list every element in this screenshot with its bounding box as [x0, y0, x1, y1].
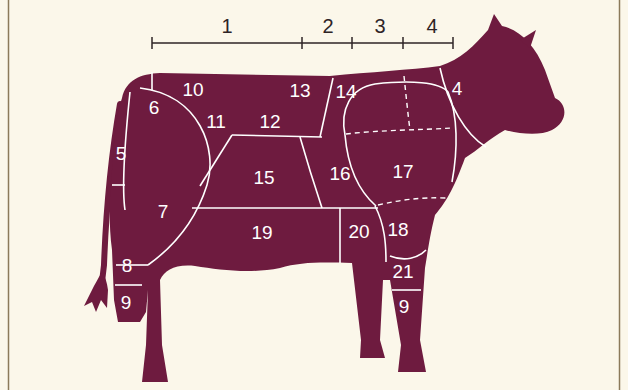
cut-number: 10 [182, 80, 203, 99]
cut-number: 14 [335, 82, 356, 101]
cut-number: 6 [149, 98, 160, 117]
cow-body [110, 14, 565, 382]
frame [9, 0, 620, 390]
cut-number: 20 [348, 222, 369, 241]
cut-number: 5 [116, 144, 127, 163]
cut-number: 8 [122, 256, 133, 275]
section-number: 2 [322, 16, 333, 36]
dimension-bracket [152, 37, 453, 49]
cut-number: 4 [452, 79, 463, 98]
dashed-cut-lines [346, 76, 452, 205]
section-number: 1 [221, 16, 232, 36]
cut-number: 19 [251, 223, 272, 242]
cut-lines [112, 68, 486, 290]
section-number: 3 [374, 16, 385, 36]
tail-tuft [84, 272, 108, 312]
cut-number: 17 [392, 162, 413, 181]
cut-number: 7 [158, 202, 169, 221]
cut-number: 9 [121, 293, 132, 312]
cow-ear [520, 30, 536, 48]
cut-number: 18 [387, 220, 408, 239]
cut-number: 9 [399, 297, 410, 316]
cut-number: 16 [329, 164, 350, 183]
cut-number: 11 [206, 112, 226, 131]
cut-number: 15 [253, 168, 274, 187]
cut-number: 21 [392, 262, 413, 281]
cut-number: 13 [289, 81, 310, 100]
cut-number: 12 [259, 112, 280, 131]
section-number: 4 [426, 16, 437, 36]
